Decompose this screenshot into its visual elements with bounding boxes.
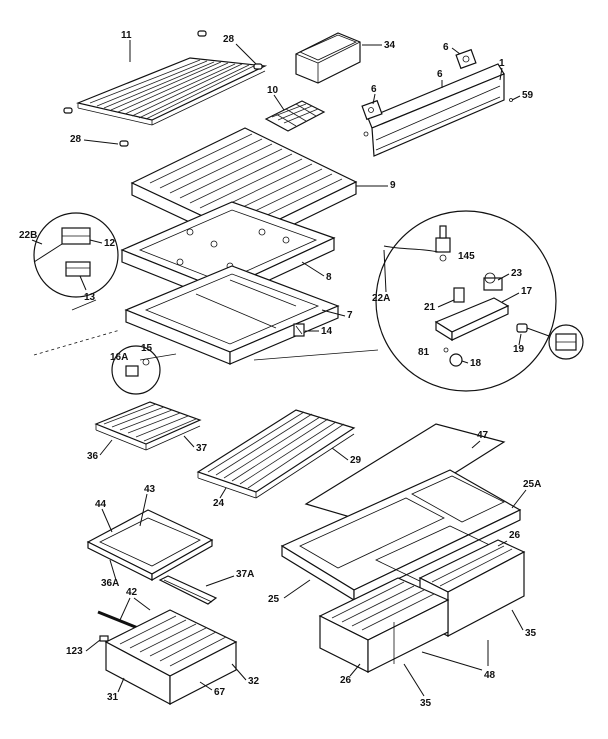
detail-circle-small [111, 345, 161, 395]
screw-59-icon [509, 95, 521, 102]
label-22b: 22B [19, 230, 37, 241]
label-35-right: 35 [525, 628, 537, 639]
wire-shelf-36 [94, 401, 202, 451]
label-15: 15 [141, 343, 153, 354]
bulb-18-icon [449, 353, 463, 367]
label-44: 44 [95, 499, 107, 510]
label-25a: 25A [523, 479, 541, 490]
label-36a: 36A [101, 578, 119, 589]
label-13: 13 [84, 292, 96, 303]
label-43: 43 [144, 484, 156, 495]
crisper-frame-25 [280, 469, 522, 602]
label-21: 21 [424, 302, 436, 313]
label-8: 8 [326, 272, 332, 283]
detail-circle-left [33, 212, 119, 298]
latch-14-icon [293, 323, 305, 337]
light-shield-icon [548, 324, 584, 360]
label-12: 12 [104, 238, 116, 249]
label-7: 7 [347, 310, 353, 321]
label-28-top: 28 [223, 34, 235, 45]
label-145: 145 [458, 251, 475, 262]
screw-icon [363, 131, 369, 137]
label-10: 10 [267, 85, 279, 96]
label-1: 1 [499, 58, 505, 69]
label-6-knob: 6 [443, 42, 449, 53]
label-67: 67 [214, 687, 226, 698]
control-knob-icon [455, 48, 477, 70]
crisper-drawer-left [318, 577, 450, 673]
label-9: 9 [390, 180, 396, 191]
wire-shelf-top [76, 57, 268, 126]
air-grille-10 [264, 100, 326, 132]
door-bin-34 [295, 32, 361, 84]
thermostat-icon [435, 225, 451, 262]
label-18: 18 [470, 358, 482, 369]
bracket-icon [361, 99, 383, 121]
frame-7 [124, 265, 340, 365]
label-6-bracket: 6 [371, 84, 377, 95]
light-housing-17 [434, 297, 510, 342]
control-panel-strip [367, 63, 505, 157]
label-59: 59 [522, 90, 534, 101]
label-47: 47 [477, 430, 489, 441]
label-36: 36 [87, 451, 99, 462]
detail-circle-right [375, 210, 557, 392]
label-22a: 22A [372, 293, 390, 304]
light-socket-icon [483, 272, 503, 291]
label-34: 34 [384, 40, 396, 51]
meat-keeper-cover-43 [86, 509, 214, 582]
meat-keeper-drawer [104, 609, 238, 705]
rail-37a [158, 575, 218, 605]
part-19-icon [516, 323, 528, 333]
label-6-panel: 6 [437, 69, 443, 80]
label-35-left: 35 [420, 698, 432, 709]
screw-123-icon [99, 635, 109, 642]
label-11: 11 [121, 30, 132, 41]
label-81: 81 [418, 347, 430, 358]
label-42: 42 [126, 587, 138, 598]
label-48: 48 [484, 670, 496, 681]
label-19: 19 [513, 344, 525, 355]
label-28-left: 28 [70, 134, 82, 145]
label-26-left: 26 [340, 675, 352, 686]
wire-shelf-24 [196, 409, 356, 499]
label-123: 123 [66, 646, 83, 657]
label-25: 25 [268, 594, 280, 605]
label-37: 37 [196, 443, 208, 454]
label-24: 24 [213, 498, 225, 509]
label-23: 23 [511, 268, 523, 279]
label-26-right: 26 [509, 530, 521, 541]
label-16a: 16A [110, 352, 128, 363]
shelf-clip-icon [63, 30, 263, 147]
label-32: 32 [248, 676, 260, 687]
label-37a: 37A [236, 569, 254, 580]
label-14: 14 [321, 326, 333, 337]
switch-21-icon [453, 287, 465, 303]
label-29: 29 [350, 455, 362, 466]
screw-81-icon [443, 347, 449, 353]
label-31: 31 [107, 692, 119, 703]
label-17: 17 [521, 286, 533, 297]
